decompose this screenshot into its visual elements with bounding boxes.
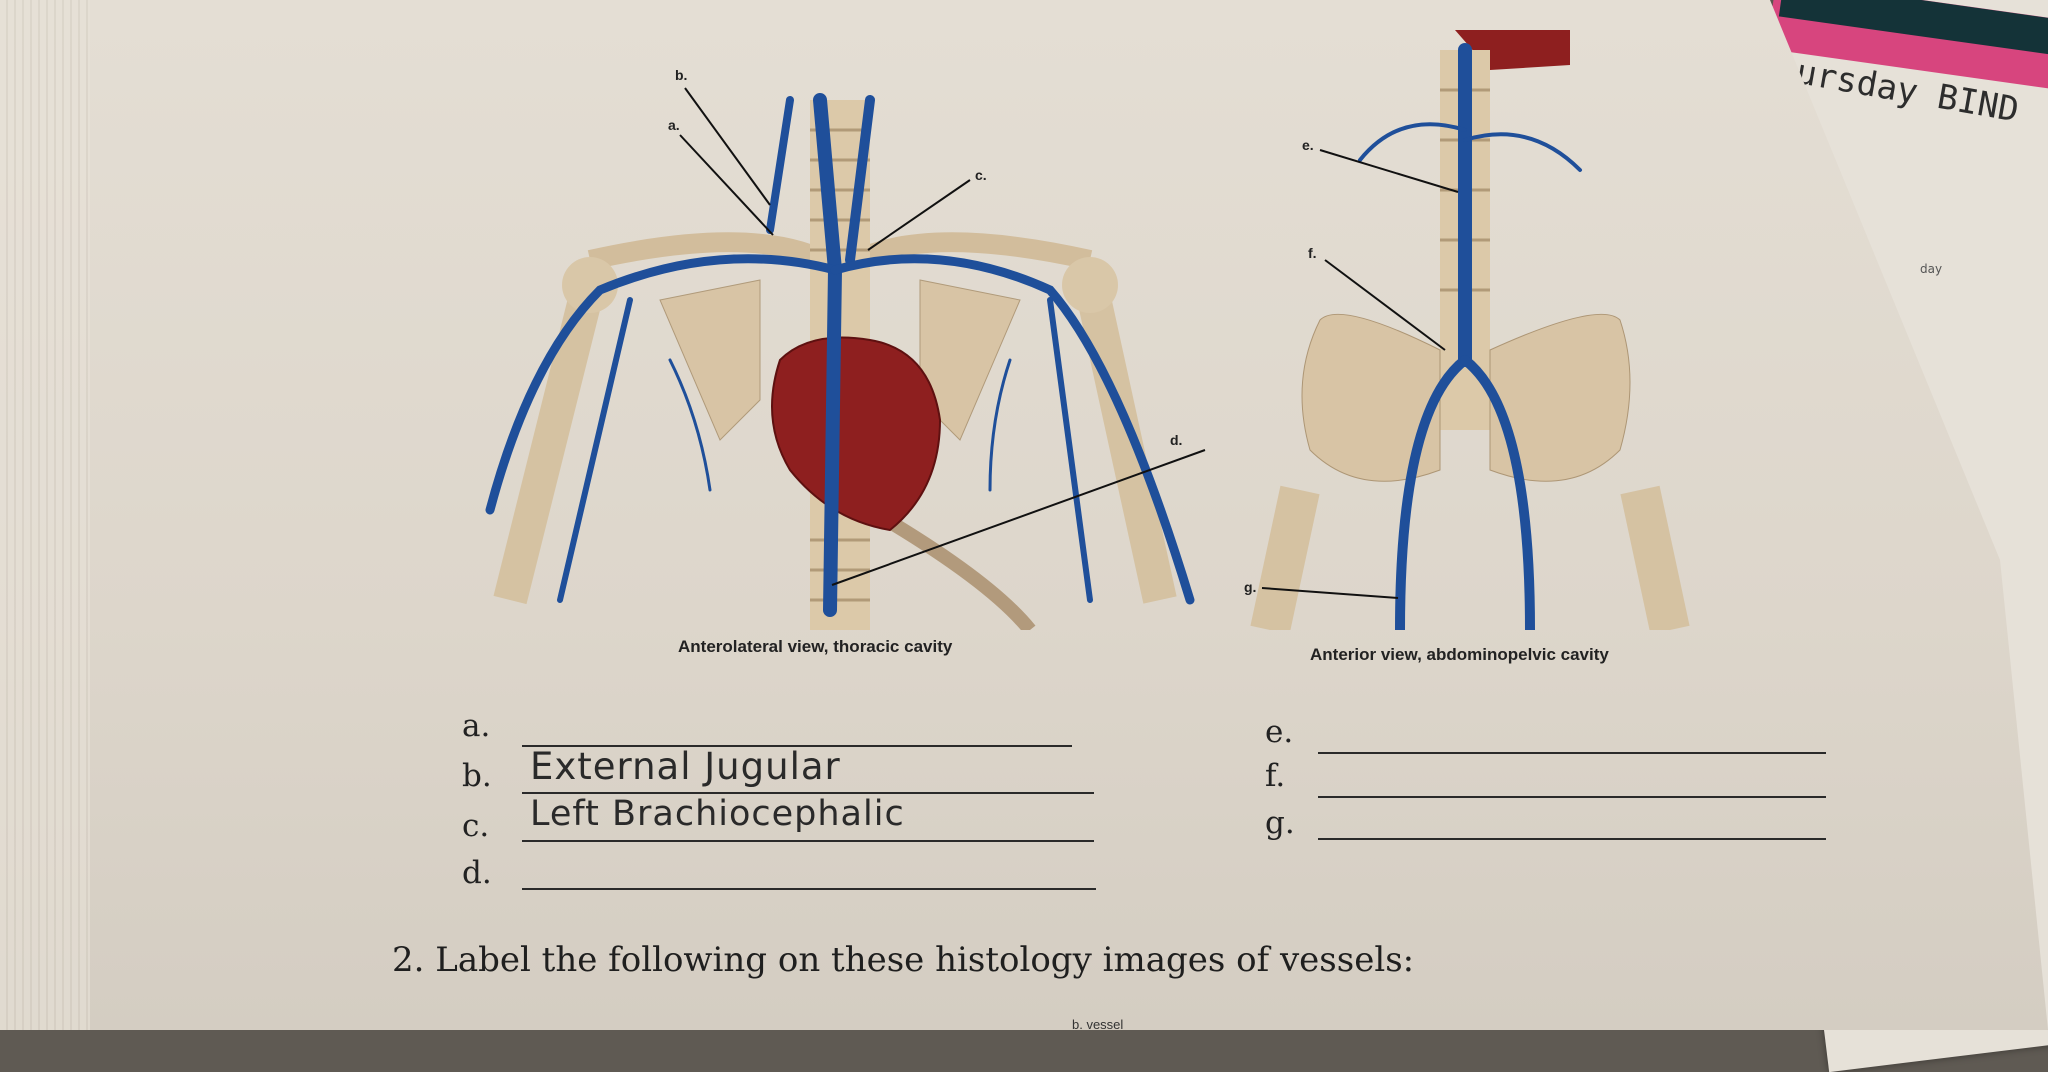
label-c: c.: [975, 167, 987, 183]
answer-line-g[interactable]: [1318, 838, 1826, 840]
question-2-heading: 2. Label the following on these histolog…: [392, 940, 1415, 980]
answer-line-d[interactable]: [522, 888, 1096, 890]
thoracic-caption: Anterolateral view, thoracic cavity: [678, 637, 953, 656]
answer-row-f: f.: [1265, 758, 1285, 794]
thoracic-figure: a. b. c. d.: [470, 40, 1210, 630]
row-letter: c.: [462, 808, 490, 844]
answer-line-e[interactable]: [1318, 752, 1826, 754]
bottom-cutoff-text: b. vessel: [1072, 1017, 1124, 1032]
answer-row-e: e.: [1265, 714, 1293, 750]
answer-row-c: c.: [462, 808, 489, 844]
label-d: d.: [1170, 432, 1182, 448]
row-letter: g.: [1265, 805, 1295, 841]
answer-row-a: a.: [462, 708, 490, 744]
row-letter: f.: [1265, 758, 1286, 794]
label-b: b.: [675, 67, 687, 83]
abdominopelvic-illustration: e. f. g.: [1244, 30, 1690, 630]
row-letter: b.: [462, 758, 492, 794]
label-f: f.: [1308, 245, 1317, 261]
side-tab-text: day: [1920, 262, 1943, 276]
answer-row-g: g.: [1265, 805, 1295, 841]
row-letter: d.: [462, 855, 492, 891]
row-letter: e.: [1265, 714, 1294, 750]
answer-row-d: d.: [462, 855, 492, 891]
label-g: g.: [1244, 579, 1256, 595]
answer-text-b: External Jugular: [530, 745, 841, 788]
abdominopelvic-figure: e. f. g.: [1200, 30, 1720, 630]
answer-line-a[interactable]: [522, 745, 1072, 747]
answer-text-c: Left Brachiocephalic: [530, 794, 905, 834]
abdominopelvic-caption: Anterior view, abdominopelvic cavity: [1310, 645, 1609, 664]
answer-line-f[interactable]: [1318, 796, 1826, 798]
paper-stack-edge: [0, 0, 90, 1030]
label-a: a.: [668, 117, 680, 133]
row-letter: a.: [462, 708, 491, 744]
label-e: e.: [1302, 137, 1314, 153]
answer-line-b[interactable]: [522, 792, 1094, 794]
answer-row-b: b.: [462, 758, 492, 794]
answer-line-c[interactable]: [522, 840, 1094, 842]
thoracic-illustration: a. b. c. d.: [485, 67, 1206, 630]
